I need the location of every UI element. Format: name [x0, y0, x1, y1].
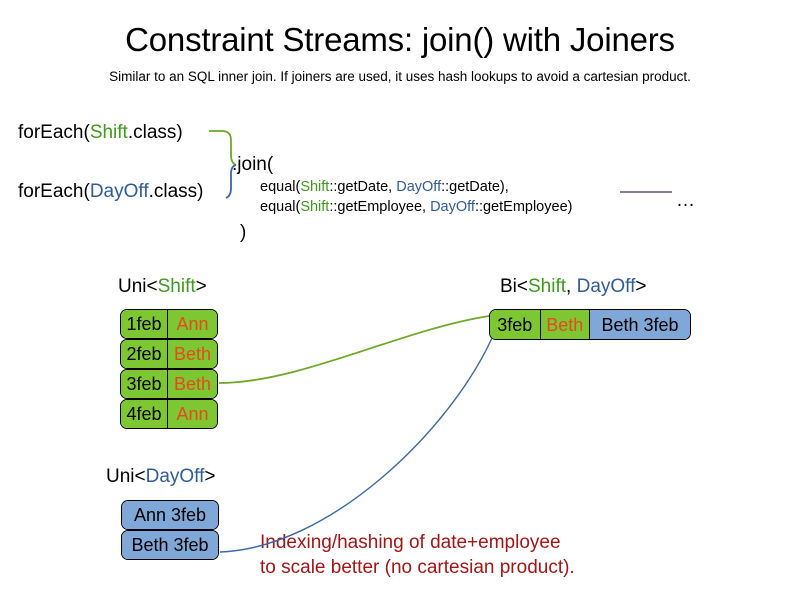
code-foreach-dayoff-type: DayOff [89, 181, 149, 202]
label-uni-dayoff-suffix: > [204, 466, 216, 487]
joiner-0-left-type: Shift [300, 179, 330, 195]
label-bi-separator: , [566, 276, 577, 297]
shift-fact-row[interactable]: 4feb Ann [120, 399, 218, 429]
code-foreach-shift-prefix: forEach( [18, 122, 90, 143]
code-foreach-dayoff-suffix: .class) [148, 181, 204, 202]
code-joiner-equal-employee: equal(Shift::getEmployee, DayOff::getEmp… [260, 198, 572, 216]
joiner-1-prefix: equal( [260, 199, 301, 215]
joiner-0-right-ref: ::getDate), [441, 179, 509, 195]
caption-note: Indexing/hashing of date+employee to sca… [260, 530, 575, 580]
code-foreach-shift-type: Shift [89, 122, 128, 143]
shift-fact-row[interactable]: 2feb Beth [120, 339, 218, 369]
shift-date-cell: 1feb [121, 310, 169, 338]
label-uni-shift: Uni<Shift> [118, 275, 207, 299]
shift-date-cell: 3feb [121, 370, 169, 398]
shift-date-cell: 2feb [121, 340, 169, 368]
code-join-open: .join( [232, 154, 274, 175]
page-subtitle: Similar to an SQL inner join. If joiners… [109, 69, 691, 84]
code-foreach-shift-suffix: .class) [127, 122, 183, 143]
label-bi-type-b: DayOff [576, 276, 636, 297]
code-joiner-equal-date: equal(Shift::getDate, DayOff::getDate), [260, 178, 509, 196]
joiner-1-right-type: DayOff [430, 199, 475, 215]
joiner-1-left-ref: ::getEmployee, [329, 199, 431, 215]
label-uni-shift-type: Shift [157, 276, 196, 297]
label-bi-suffix: > [635, 276, 647, 297]
page-title: Constraint Streams: join() with Joiners [125, 21, 675, 58]
shift-employee-cell: Beth [168, 340, 217, 368]
joiner-0-prefix: equal( [260, 179, 301, 195]
shift-fact-row[interactable]: 3feb Beth [120, 369, 218, 399]
dayoff-fact-row[interactable]: Beth 3feb [121, 530, 219, 560]
label-bi-joined: Bi<Shift, DayOff> [500, 275, 646, 299]
joiner-1-right-ref: ::getEmployee) [474, 199, 573, 215]
joiner-0-right-type: DayOff [396, 179, 442, 195]
shift-employee-cell: Ann [168, 310, 217, 338]
label-uni-dayoff-type: DayOff [145, 466, 205, 487]
code-foreach-shift: forEach(Shift.class) [18, 121, 183, 145]
joiner-0-left-ref: ::getDate, [329, 179, 397, 195]
label-uni-dayoff-prefix: Uni< [106, 466, 146, 487]
connector-dayoff-row-to-bi [219, 337, 493, 553]
label-bi-prefix: Bi< [500, 276, 528, 297]
dayoff-cell: Beth 3feb [122, 531, 218, 559]
label-bi-type-a: Shift [528, 276, 567, 297]
code-foreach-dayoff-prefix: forEach( [18, 181, 90, 202]
bi-shift-date-cell: 3feb [490, 310, 541, 339]
label-uni-dayoff: Uni<DayOff> [106, 465, 216, 489]
joiner-1-left-type: Shift [300, 199, 330, 215]
shift-date-cell: 4feb [121, 400, 169, 428]
caption-line-2: to scale better (no cartesian product). [260, 557, 575, 578]
dayoff-cell: Ann 3feb [122, 501, 218, 529]
shift-employee-cell: Beth [168, 370, 217, 398]
label-uni-shift-suffix: > [195, 276, 207, 297]
shift-fact-row[interactable]: 1feb Ann [120, 309, 218, 339]
code-ellipsis: … [676, 190, 695, 211]
bi-joined-fact-row[interactable]: 3feb Beth Beth 3feb [489, 309, 691, 340]
code-join-close: ) [240, 222, 247, 243]
connector-shift-row-to-bi [218, 315, 490, 384]
bi-shift-employee-cell: Beth [540, 310, 591, 339]
code-foreach-dayoff: forEach(DayOff.class) [18, 180, 204, 204]
label-uni-shift-prefix: Uni< [118, 276, 158, 297]
dayoff-fact-row[interactable]: Ann 3feb [121, 500, 219, 530]
shift-employee-cell: Ann [168, 400, 217, 428]
caption-line-1: Indexing/hashing of date+employee [260, 532, 561, 553]
bi-dayoff-cell: Beth 3feb [590, 310, 690, 339]
